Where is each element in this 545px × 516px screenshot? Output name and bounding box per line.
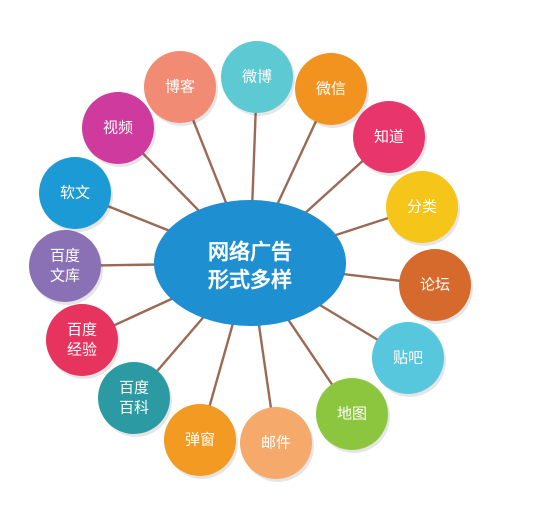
node-label-tanchuang: 弹窗 bbox=[185, 431, 215, 449]
node-label-baidu-jingyan-2: 经验 bbox=[67, 341, 97, 359]
node-label-boke: 博客 bbox=[165, 78, 195, 96]
node-circle-baidu-jingyan bbox=[46, 304, 118, 376]
node-circle-luntan bbox=[399, 249, 471, 321]
node-label-fenlei: 分类 bbox=[407, 198, 437, 216]
node-label-luntan: 论坛 bbox=[420, 276, 450, 294]
node-luntan: 论坛 bbox=[399, 249, 473, 324]
node-boke: 博客 bbox=[144, 51, 218, 126]
hub-label-line-1: 网络广告 bbox=[208, 240, 292, 264]
node-label-zhidao: 知道 bbox=[374, 128, 404, 146]
node-ruanwen: 软文 bbox=[39, 157, 113, 232]
node-label-shipin: 视频 bbox=[103, 119, 133, 137]
node-shipin: 视频 bbox=[82, 92, 156, 167]
node-label-baidu-wenku-2: 文库 bbox=[50, 267, 80, 285]
node-circle-weixin bbox=[295, 53, 367, 125]
node-weixin: 微信 bbox=[295, 53, 369, 128]
node-circle-tanchuang bbox=[164, 404, 236, 476]
node-label-baidu-wenku-1: 百度 bbox=[50, 247, 80, 265]
node-circle-baidu-wenku bbox=[29, 230, 101, 302]
node-ditu: 地图 bbox=[316, 378, 390, 453]
node-tanchuang: 弹窗 bbox=[164, 404, 238, 479]
node-label-tieba: 贴吧 bbox=[393, 349, 423, 367]
node-circle-ditu bbox=[316, 378, 388, 450]
node-zhidao: 知道 bbox=[353, 101, 427, 176]
hub-label-line-2: 形式多样 bbox=[208, 268, 292, 292]
node-fenlei: 分类 bbox=[386, 171, 460, 246]
node-circle-tieba bbox=[372, 322, 444, 394]
node-label-weibo: 微博 bbox=[242, 68, 272, 86]
node-label-baidu-baike-2: 百科 bbox=[119, 399, 149, 417]
hub-ellipse bbox=[154, 200, 346, 326]
hub-group: 网络广告 形式多样 bbox=[154, 200, 346, 326]
node-label-baidu-jingyan-1: 百度 bbox=[67, 321, 97, 339]
node-youjian: 邮件 bbox=[240, 407, 314, 482]
node-label-ditu: 地图 bbox=[337, 405, 367, 423]
node-circle-shipin bbox=[82, 92, 154, 164]
node-label-youjian: 邮件 bbox=[261, 434, 291, 452]
node-circle-fenlei bbox=[386, 171, 458, 243]
node-label-weixin: 微信 bbox=[316, 80, 346, 98]
node-circle-zhidao bbox=[353, 101, 425, 173]
node-circle-weibo bbox=[221, 41, 293, 113]
node-circle-ruanwen bbox=[39, 157, 111, 229]
node-circle-boke bbox=[144, 51, 216, 123]
node-label-baidu-baike-1: 百度 bbox=[119, 379, 149, 397]
node-circle-baidu-baike bbox=[98, 362, 170, 434]
node-label-ruanwen: 软文 bbox=[60, 184, 90, 202]
node-tieba: 贴吧 bbox=[372, 322, 446, 397]
node-circle-youjian bbox=[240, 407, 312, 479]
node-weibo: 微博 bbox=[221, 41, 295, 116]
